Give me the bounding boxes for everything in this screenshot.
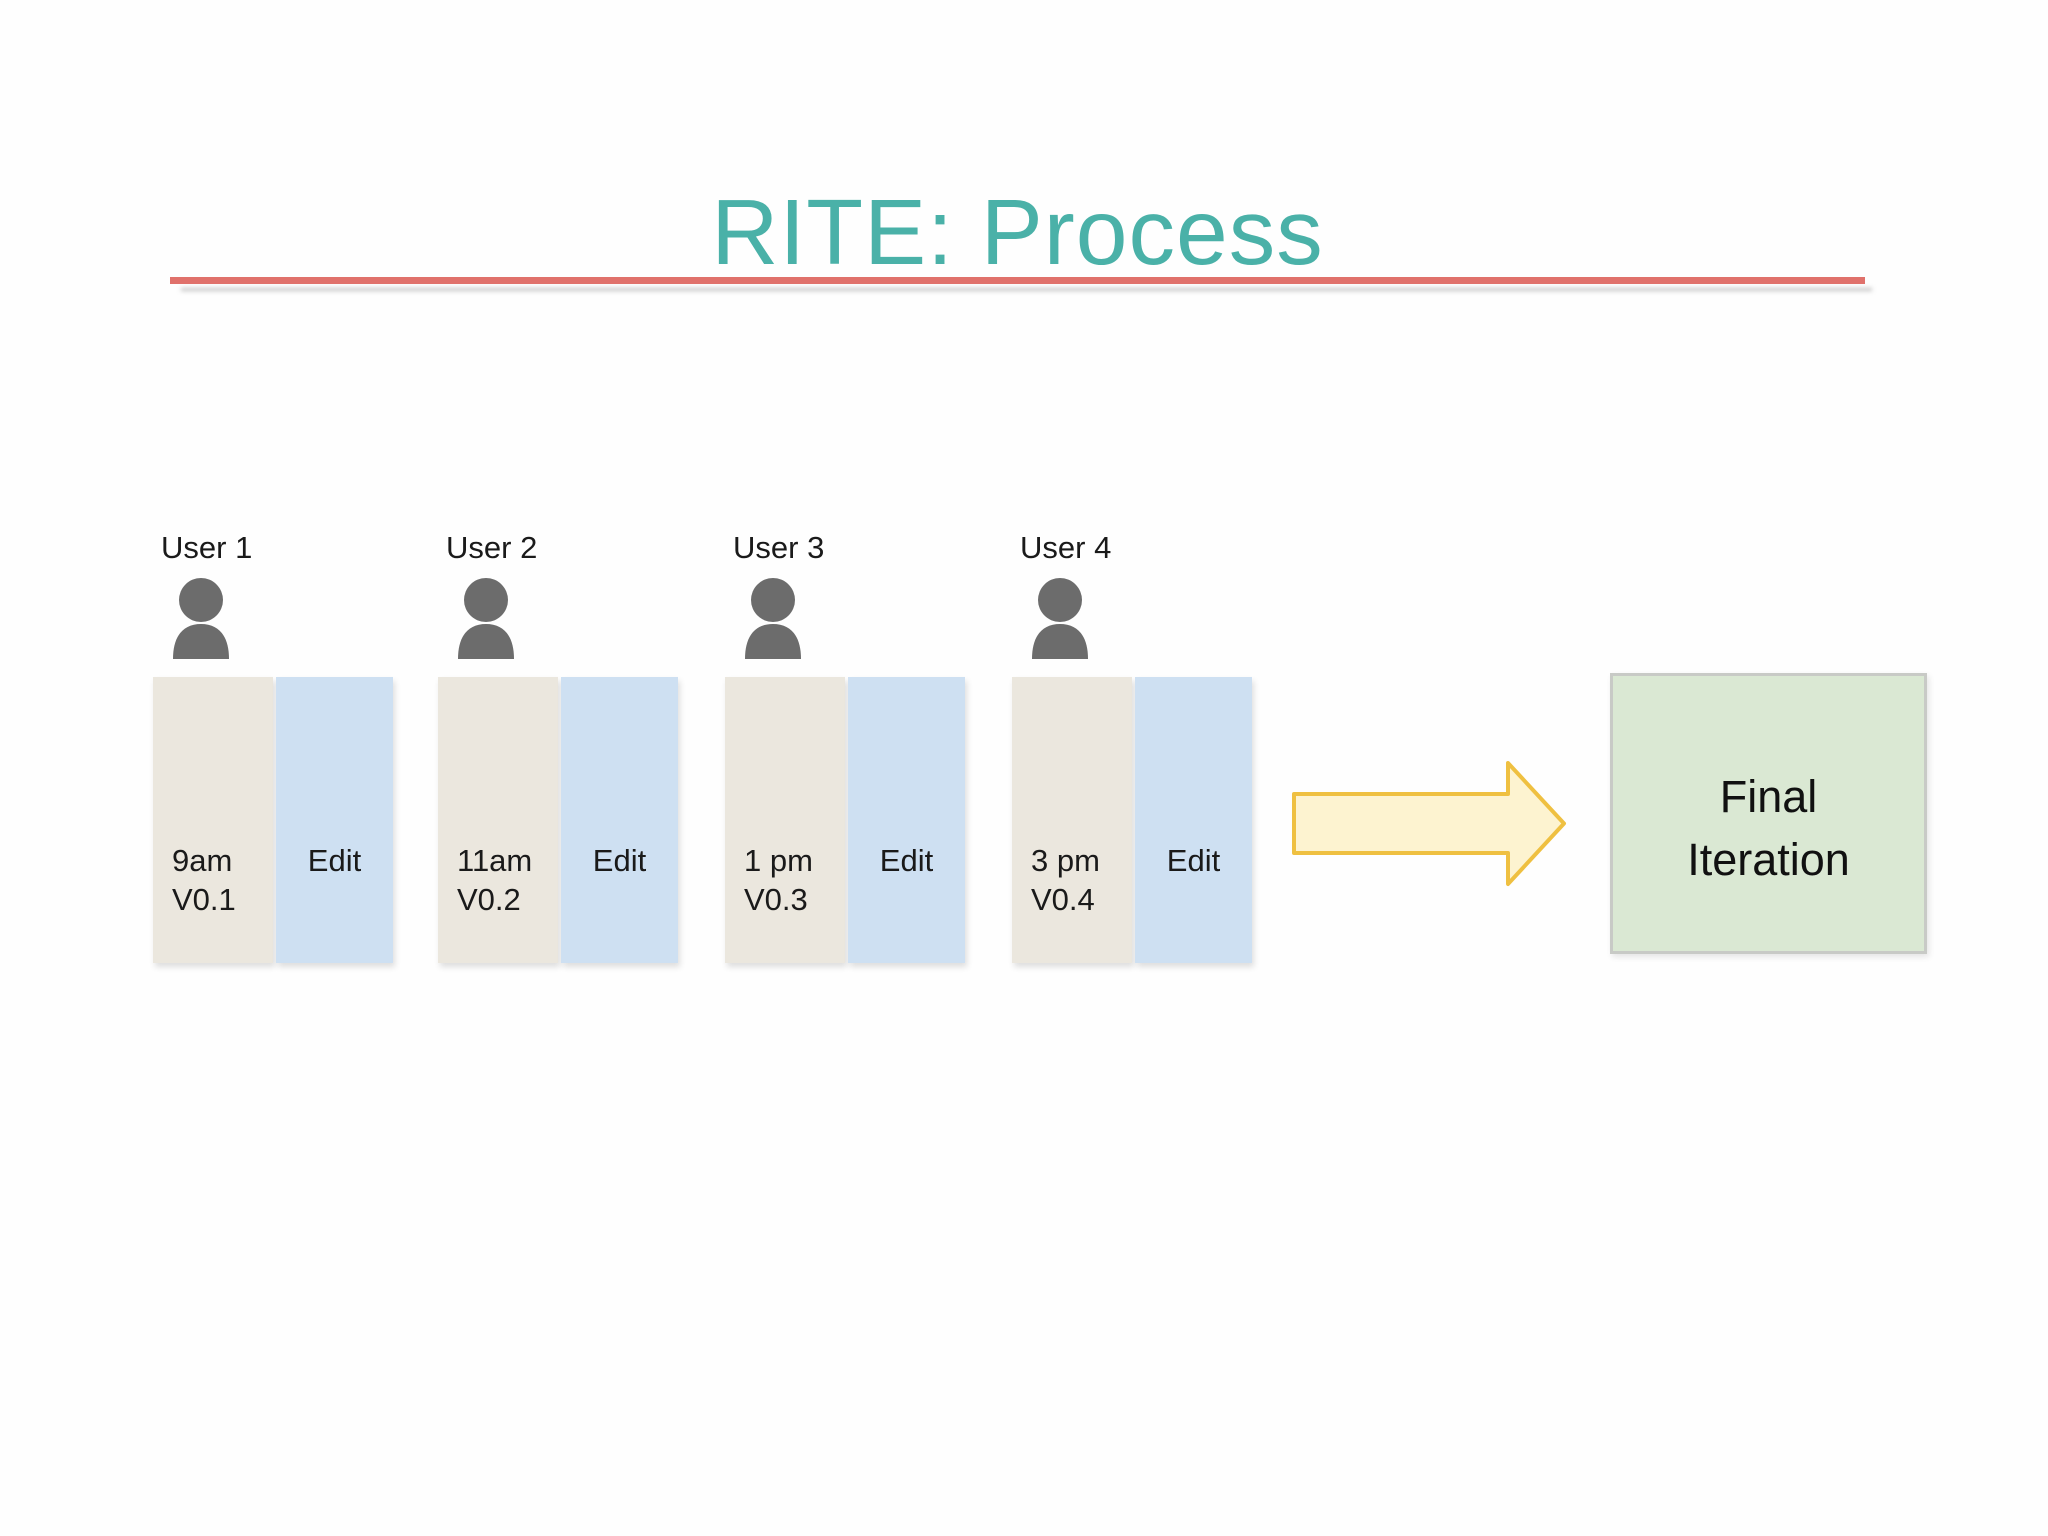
edit-label: Edit	[307, 843, 362, 878]
edit-box: Edit	[848, 677, 965, 963]
session-version: V0.1	[172, 882, 236, 917]
edit-label: Edit	[879, 843, 934, 878]
user-icon	[745, 578, 801, 659]
edit-box: Edit	[1135, 677, 1252, 963]
user-label: User 2	[446, 530, 538, 565]
final-iteration-line2: Iteration	[1687, 833, 1850, 885]
title-underline	[170, 277, 1865, 284]
edit-label: Edit	[1166, 843, 1221, 878]
user-icon	[458, 578, 514, 659]
edit-box: Edit	[561, 677, 678, 963]
right-block-arrow-icon	[1292, 761, 1566, 886]
user-group-2: User 2 11am V0.2 Edit	[438, 520, 683, 980]
session-box: 1 pm V0.3	[725, 677, 845, 963]
session-time: 11am	[457, 843, 533, 878]
session-time: 1 pm	[744, 843, 813, 878]
page-title: RITE: Process	[711, 180, 1324, 285]
session-version: V0.4	[1031, 882, 1095, 917]
user-label: User 3	[733, 530, 825, 565]
session-time: 3 pm	[1031, 843, 1100, 878]
session-time: 9am	[172, 843, 233, 878]
user-icon	[1032, 578, 1088, 659]
user-label: User 1	[161, 530, 253, 565]
user-label: User 4	[1020, 530, 1112, 565]
session-version: V0.3	[744, 882, 808, 917]
final-iteration-line1: Final	[1719, 770, 1818, 822]
user-group-1: User 1 9am V0.1 Edit	[153, 520, 398, 980]
edit-label: Edit	[592, 843, 647, 878]
session-version: V0.2	[457, 882, 521, 917]
final-iteration-box: Final Iteration	[1610, 673, 1927, 954]
session-box: 3 pm V0.4	[1012, 677, 1132, 963]
user-group-4: User 4 3 pm V0.4 Edit	[1012, 520, 1257, 980]
user-icon	[173, 578, 229, 659]
session-box: 9am V0.1	[153, 677, 273, 963]
edit-box: Edit	[276, 677, 393, 963]
user-group-3: User 3 1 pm V0.3 Edit	[725, 520, 970, 980]
session-box: 11am V0.2	[438, 677, 558, 963]
